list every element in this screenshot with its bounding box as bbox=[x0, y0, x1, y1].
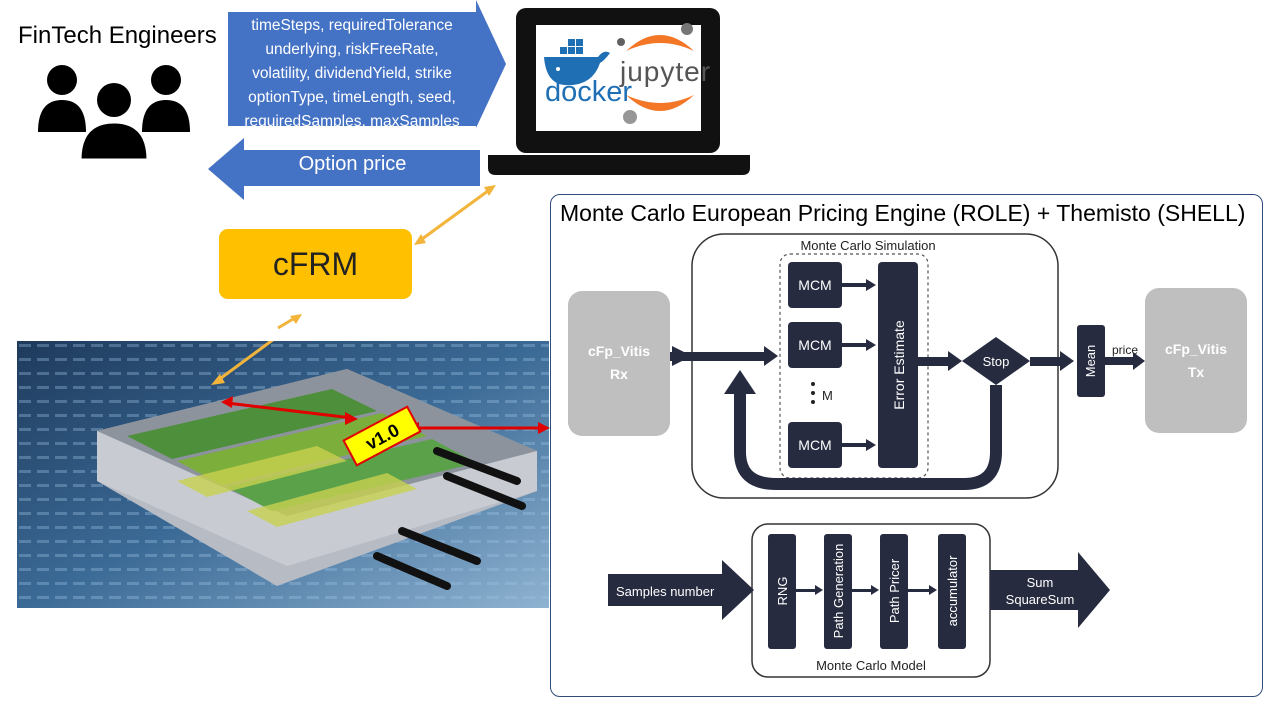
tx-label-2: Tx bbox=[1188, 364, 1205, 380]
path-generation-block bbox=[824, 534, 852, 649]
path-pricer-block bbox=[880, 534, 908, 649]
cfrm-server-connector-head bbox=[277, 314, 302, 330]
mcm-label: MCM bbox=[798, 277, 831, 293]
rx-label-2: Rx bbox=[610, 366, 628, 382]
mcm-label: MCM bbox=[798, 337, 831, 353]
error-estimate-block bbox=[878, 262, 918, 468]
users-group-icon bbox=[38, 65, 190, 162]
path-generation-label: Path Generation bbox=[831, 544, 846, 639]
jupyter-label: jupyter bbox=[620, 56, 712, 87]
option-price-label: Option price bbox=[298, 153, 407, 175]
jupyter-logo-icon bbox=[617, 23, 694, 124]
mcm-label: MCM bbox=[798, 437, 831, 453]
m-label: M bbox=[822, 388, 833, 403]
docker-whale-icon bbox=[544, 39, 610, 86]
engine-diagram: Monte Carlo Simulation cFp_Vitis Rx cFp_… bbox=[568, 233, 1247, 678]
square-sum-label: SquareSum bbox=[1006, 592, 1075, 607]
mean-block bbox=[1077, 325, 1105, 397]
mcm-block bbox=[788, 322, 842, 368]
engine-panel bbox=[550, 194, 1263, 697]
rng-label: RNG bbox=[775, 577, 790, 606]
rng-block bbox=[768, 534, 796, 649]
engine-title: Monte Carlo European Pricing Engine (ROL… bbox=[560, 200, 1246, 226]
rx-block bbox=[568, 291, 670, 436]
sum-label: Sum bbox=[1027, 575, 1054, 590]
cfrm-laptop-connector bbox=[414, 185, 496, 245]
path-pricer-label: Path Pricer bbox=[887, 558, 902, 623]
cloudfpga-server-image: v1.0 bbox=[17, 341, 550, 608]
parameters-arrow bbox=[228, 0, 506, 128]
price-label: price bbox=[1112, 343, 1138, 357]
param-line: requiredSamples, maxSamples bbox=[244, 113, 460, 130]
param-line: underlying, riskFreeRate, bbox=[265, 41, 439, 58]
error-estimate-label: Error Estimate bbox=[891, 320, 907, 410]
accumulator-block bbox=[938, 534, 966, 649]
mcm-block bbox=[788, 262, 842, 308]
samples-number-label: Samples number bbox=[616, 584, 715, 599]
stop-label: Stop bbox=[983, 354, 1010, 369]
parameters-list: timeSteps, requiredTolerance underlying,… bbox=[228, 14, 476, 134]
rx-label-1: cFp_Vitis bbox=[588, 343, 650, 359]
tx-block bbox=[1145, 288, 1247, 433]
model-label: Monte Carlo Model bbox=[816, 658, 926, 673]
docker-label: docker bbox=[545, 76, 633, 108]
laptop-icon bbox=[488, 8, 750, 175]
param-line: timeSteps, requiredTolerance bbox=[251, 17, 453, 34]
mcm-block bbox=[788, 422, 842, 468]
param-line: optionType, timeLength, seed, bbox=[248, 89, 456, 106]
tx-label-1: cFp_Vitis bbox=[1165, 341, 1227, 357]
fintech-engineers-title: FinTech Engineers bbox=[18, 22, 217, 49]
stop-block bbox=[962, 337, 1030, 385]
cfrm-box: cFRM bbox=[219, 229, 412, 299]
simulation-label: Monte Carlo Simulation bbox=[800, 238, 935, 253]
option-price-arrow bbox=[208, 138, 480, 200]
accumulator-label: accumulator bbox=[945, 555, 960, 626]
mean-label: Mean bbox=[1083, 345, 1098, 378]
param-line: volatility, dividendYield, strike bbox=[252, 65, 452, 82]
